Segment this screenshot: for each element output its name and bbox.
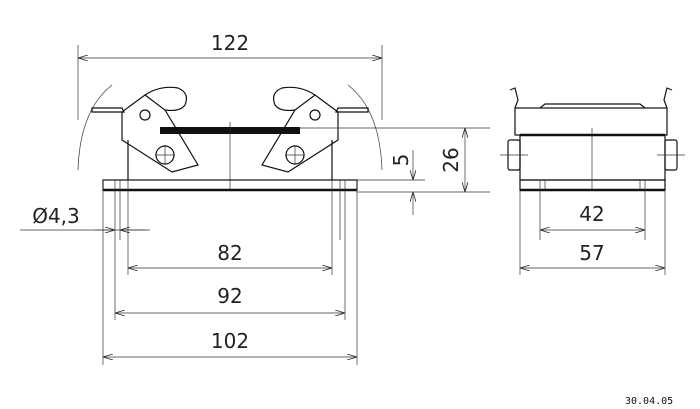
dimension-42: 42 bbox=[579, 202, 604, 226]
left-locking-lever bbox=[121, 86, 199, 173]
dimension-57: 57 bbox=[579, 241, 604, 265]
dimension-82: 82 bbox=[217, 241, 242, 265]
side-view bbox=[500, 87, 685, 275]
dimension-102: 102 bbox=[211, 329, 249, 353]
right-lever-swing-arc bbox=[347, 84, 383, 171]
front-view bbox=[77, 45, 490, 365]
drawing-date: 30.04.05 bbox=[625, 396, 673, 407]
right-locking-lever bbox=[261, 86, 339, 173]
dimension-92: 92 bbox=[217, 284, 242, 308]
dimension-hole-diameter: Ø4,3 bbox=[32, 204, 80, 228]
dimension-122: 122 bbox=[211, 31, 249, 55]
dimension-5: 5 bbox=[389, 154, 413, 167]
dimension-26: 26 bbox=[439, 147, 463, 172]
left-lever-swing-arc bbox=[77, 84, 113, 171]
